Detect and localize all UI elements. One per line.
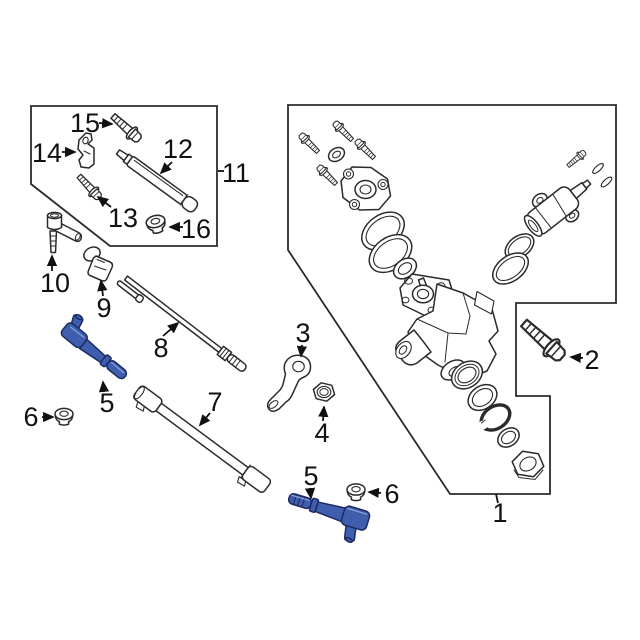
valve-bolt bbox=[564, 147, 589, 170]
callout-1: 1 bbox=[492, 498, 507, 528]
outer-tie-rod-end-highlighted-right bbox=[287, 493, 371, 544]
callout-5-left-arrow bbox=[98, 380, 110, 393]
highlighted-parts bbox=[54, 313, 371, 544]
pitman-arm bbox=[266, 354, 312, 412]
callout-6-right: 6 bbox=[384, 479, 399, 509]
callout-15: 15 bbox=[70, 108, 100, 138]
damper-bracket bbox=[77, 132, 95, 169]
adjuster-clamp bbox=[83, 246, 114, 282]
sector-cover-plate bbox=[340, 166, 392, 211]
callout-9-arrow bbox=[97, 279, 108, 297]
callout-5-right-arrow bbox=[304, 487, 316, 500]
callout-14: 14 bbox=[32, 138, 62, 168]
inner-tie-rod-end bbox=[46, 211, 83, 254]
callout-6-right-arrow bbox=[367, 487, 382, 498]
valve-clips bbox=[592, 163, 613, 188]
callout-3-arrow bbox=[296, 344, 308, 358]
outer-tie-rod-end-highlighted-left bbox=[60, 313, 128, 380]
gearbox-group bbox=[287, 104, 617, 495]
bushing-seal bbox=[392, 257, 418, 280]
callout-7: 7 bbox=[207, 387, 222, 417]
cover-bolt bbox=[352, 136, 379, 163]
damper-nut bbox=[144, 212, 169, 236]
callout-8: 8 bbox=[153, 333, 168, 363]
callout-16: 16 bbox=[181, 214, 211, 244]
callout-10: 10 bbox=[40, 268, 70, 298]
tie-rod-nut bbox=[54, 407, 74, 426]
callout-13: 13 bbox=[108, 203, 138, 233]
callout-15-arrow bbox=[98, 118, 114, 129]
valve-o-rings bbox=[491, 233, 535, 285]
callout-12-arrow bbox=[159, 161, 173, 175]
gearbox-box-outline bbox=[287, 104, 617, 495]
callout-4-arrow bbox=[318, 405, 329, 422]
inset-box-outline bbox=[30, 105, 218, 247]
callout-2-arrow bbox=[569, 352, 584, 363]
callout-5-left: 5 bbox=[99, 388, 114, 418]
output-shaft-nut bbox=[511, 450, 545, 481]
callout-5-right: 5 bbox=[303, 461, 318, 491]
snap-ring bbox=[478, 403, 512, 432]
callout-2: 2 bbox=[584, 345, 599, 375]
cover-bolt bbox=[330, 118, 357, 145]
callout-8-arrow bbox=[162, 321, 180, 337]
damper-bolt bbox=[107, 109, 146, 147]
callout-4: 4 bbox=[314, 418, 329, 448]
output-shaft-seal-kit bbox=[450, 360, 545, 481]
callout-9: 9 bbox=[96, 293, 111, 323]
cover-bolt bbox=[314, 162, 341, 189]
tie-rod-nut bbox=[346, 483, 366, 502]
drag-link bbox=[133, 385, 272, 493]
adjusting-sleeve bbox=[116, 275, 247, 372]
callout-3: 3 bbox=[295, 318, 310, 348]
callout-1-leader bbox=[495, 493, 499, 504]
inset-box-damper-group bbox=[30, 105, 218, 247]
callout-7-arrow bbox=[198, 412, 211, 427]
gearbox-mounting-bolt bbox=[515, 313, 571, 367]
pitman-arm-nut bbox=[312, 382, 336, 402]
callout-11: 11 bbox=[222, 158, 250, 188]
callout-12: 12 bbox=[163, 134, 193, 164]
small-seal-ring bbox=[327, 146, 346, 163]
callout-13-arrow bbox=[96, 195, 112, 208]
cover-bolt bbox=[296, 130, 323, 157]
callouts: 15 14 12 13 16 11 10 9 8 5 6 7 3 4 5 6 2 bbox=[23, 108, 599, 528]
callout-6-left: 6 bbox=[23, 402, 38, 432]
linkage-parts bbox=[46, 211, 336, 493]
steering-damper-shaft bbox=[115, 149, 199, 213]
rotary-valve-assembly bbox=[523, 179, 592, 237]
